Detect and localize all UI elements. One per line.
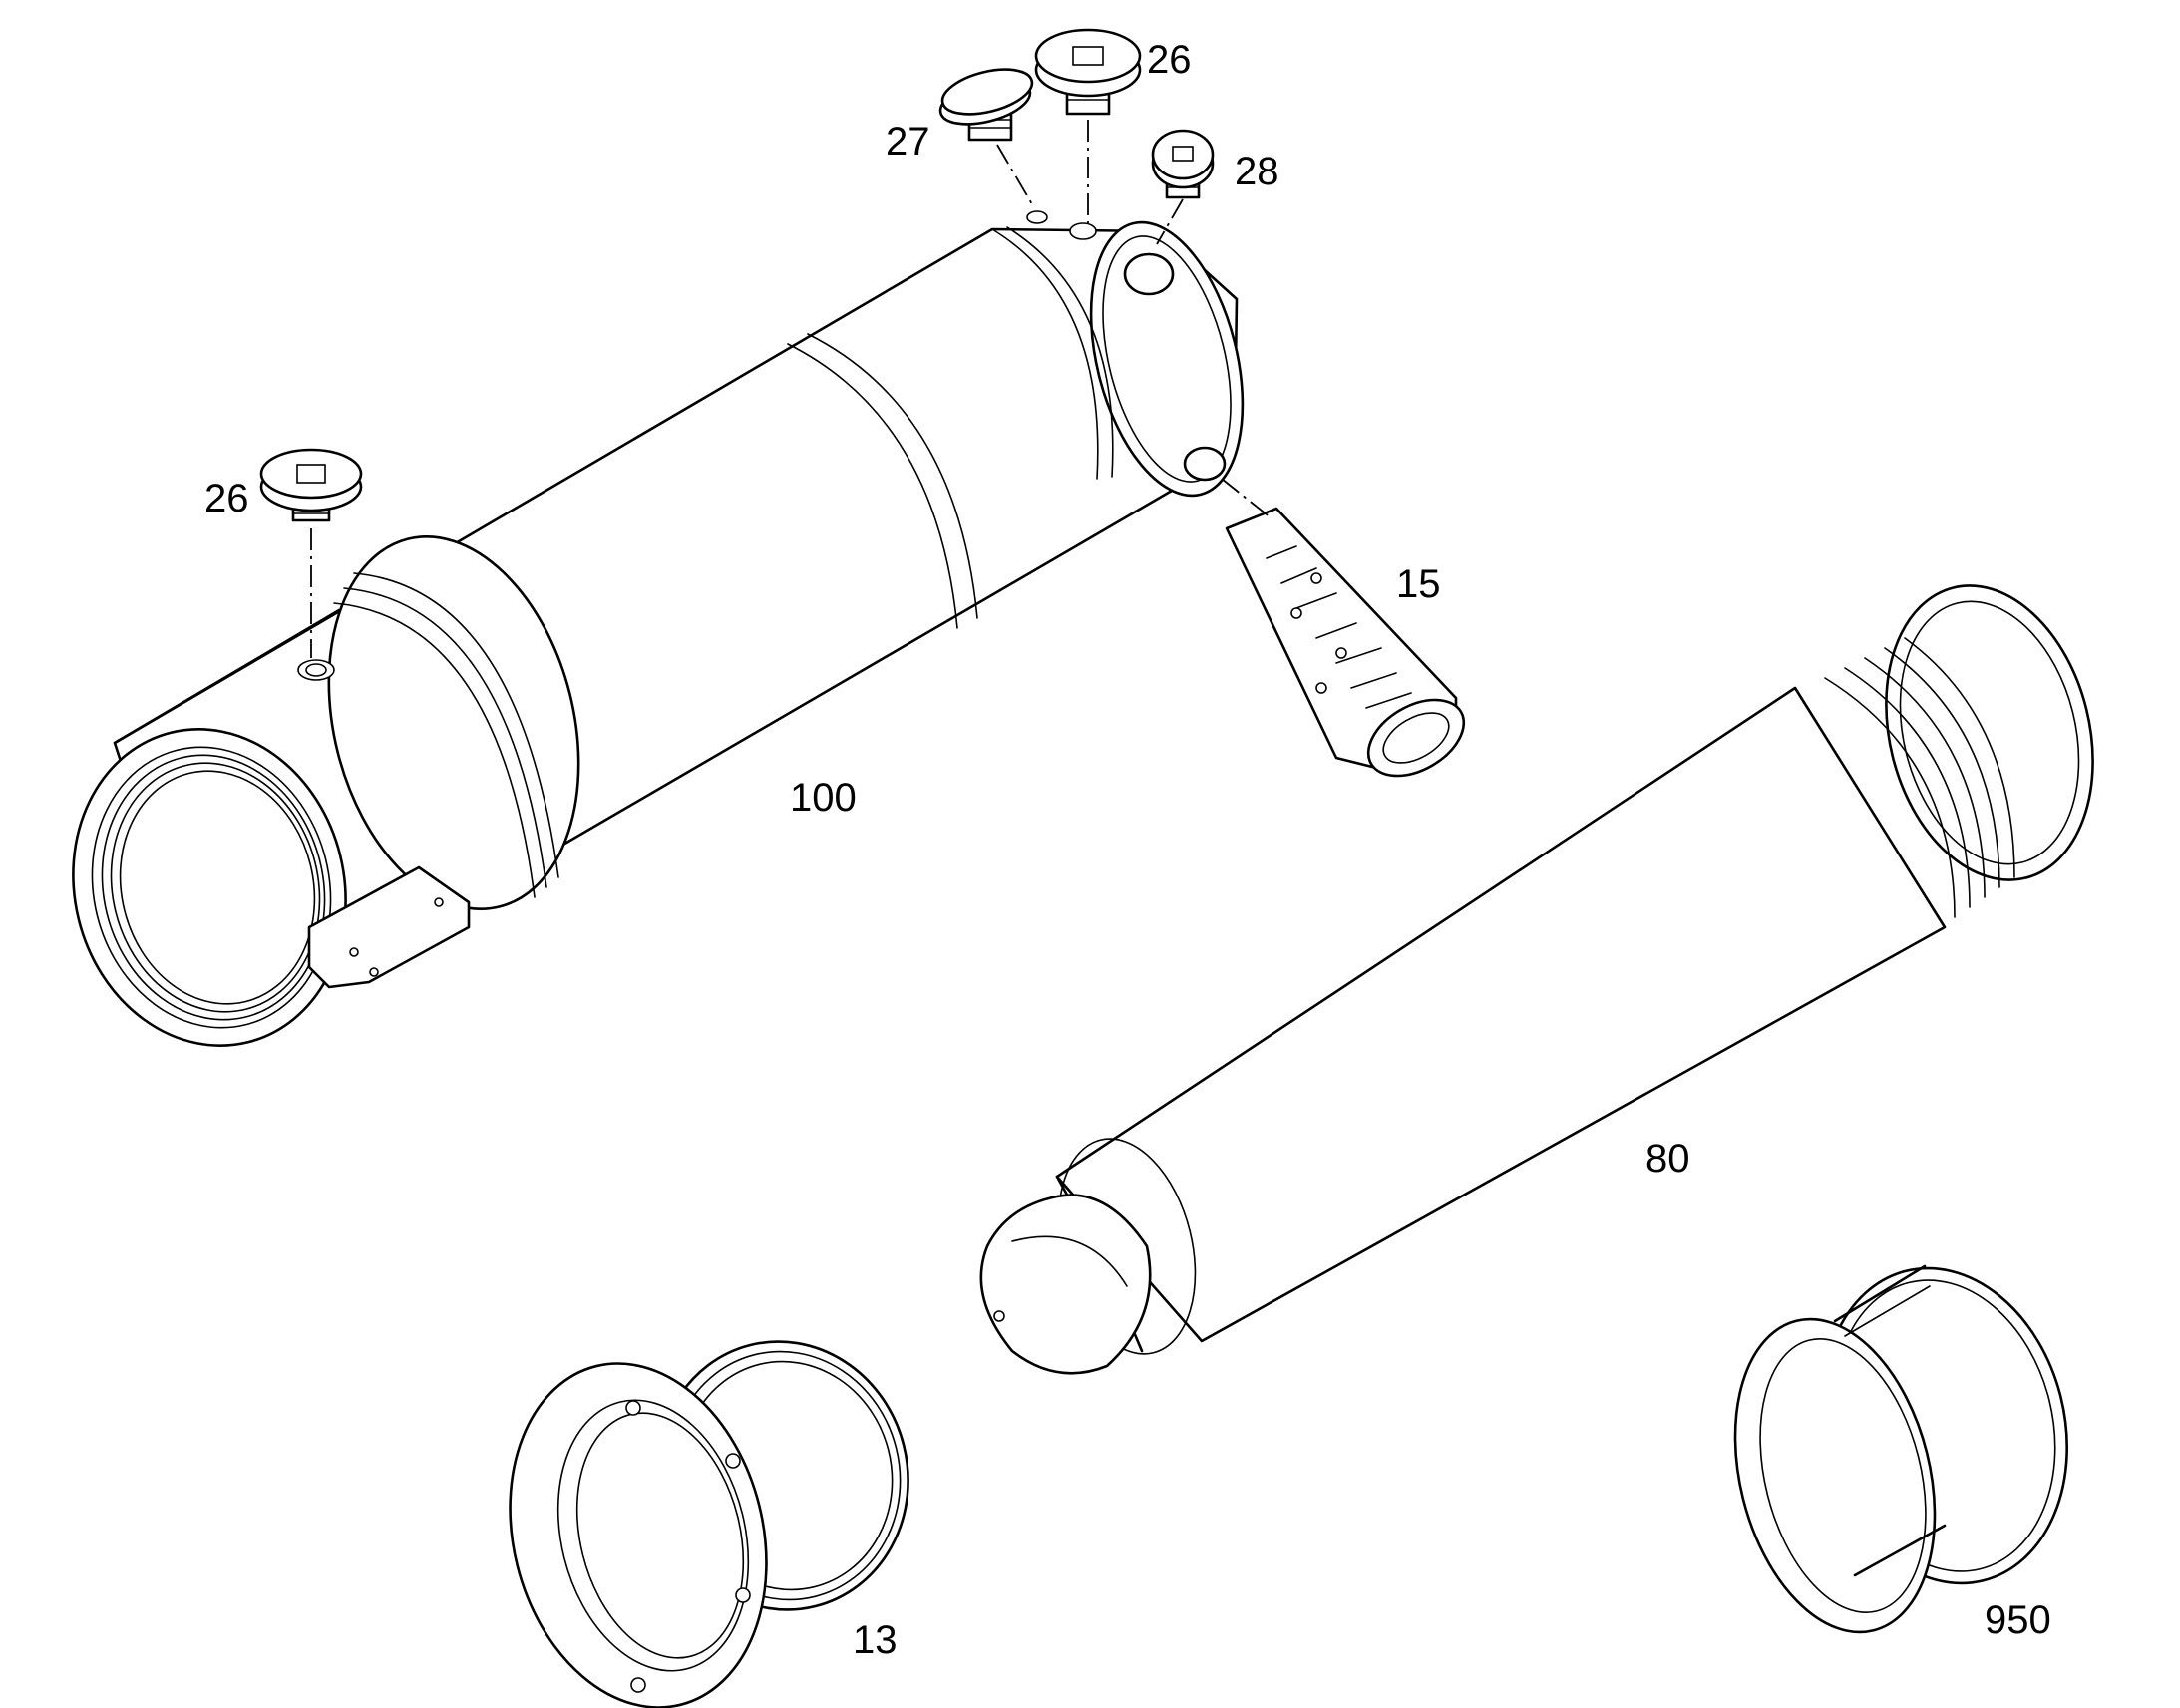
split-ring-950 <box>1733 1264 2069 1634</box>
gland-13 <box>509 1340 909 1708</box>
callout-13: 13 <box>853 1618 898 1662</box>
callout-27: 27 <box>886 120 930 164</box>
callout-950: 950 <box>1985 1598 2051 1642</box>
callout-15: 15 <box>1396 562 1441 606</box>
plug-26-head <box>1034 28 1142 116</box>
callout-26-front-plug: 26 <box>204 477 249 520</box>
plug-28 <box>1151 129 1215 199</box>
piston-rod-80 <box>979 584 2094 1375</box>
plug-27 <box>938 68 1034 142</box>
valve-15 <box>1225 507 1466 778</box>
assembly-centerlines <box>310 120 1272 658</box>
callout-28: 28 <box>1235 150 1279 193</box>
callout-26-head-plug: 26 <box>1147 38 1192 82</box>
plug-26-front <box>259 448 363 522</box>
callout-80: 80 <box>1645 1137 1690 1181</box>
cylinder-tube-100 <box>72 210 1245 1047</box>
callout-100: 100 <box>790 776 857 820</box>
